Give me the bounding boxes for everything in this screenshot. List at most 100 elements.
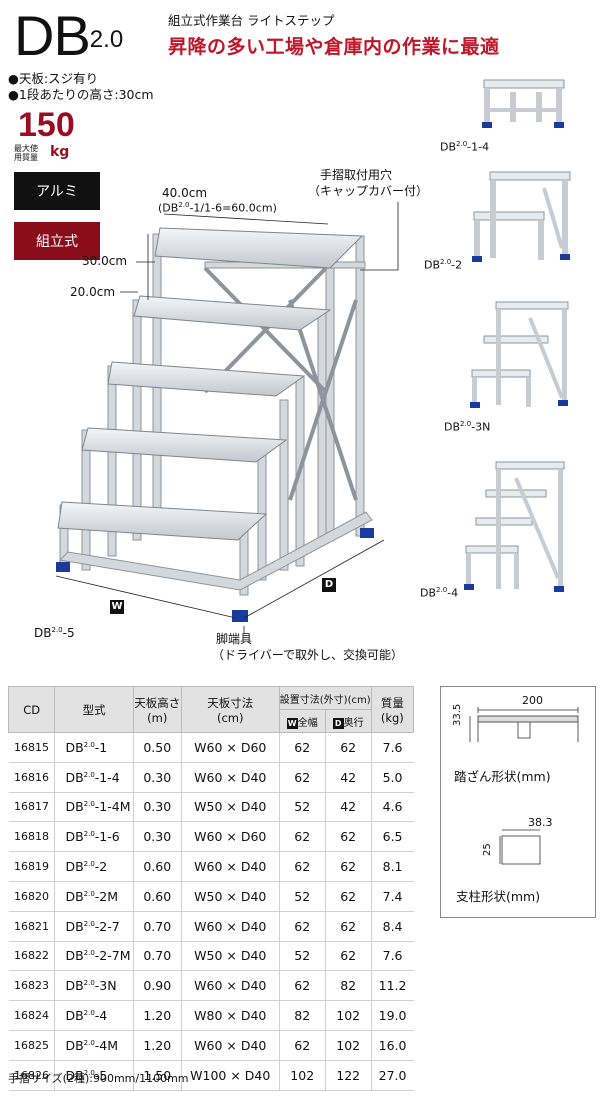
width-cell: 62 bbox=[278, 732, 326, 763]
profile-drawings bbox=[469, 707, 579, 865]
assembly-badge: 組立式 bbox=[14, 222, 100, 260]
cd-cell: 16824 bbox=[8, 1000, 55, 1031]
width-cell: 52 bbox=[278, 792, 326, 823]
cd-cell: 16826 bbox=[8, 1060, 55, 1091]
thumb-db-1-4 bbox=[482, 79, 565, 128]
brand-title: DB2.0 bbox=[14, 4, 124, 67]
height-cell: 0.90 bbox=[132, 970, 182, 1002]
depth-cell: 122 bbox=[324, 1060, 372, 1091]
height-cell: 0.50 bbox=[132, 732, 182, 763]
top-size-cell: W50 × D40 bbox=[180, 792, 280, 823]
weight-cell: 8.4 bbox=[370, 911, 414, 942]
model-cell: DB2.0-2M bbox=[54, 881, 134, 912]
model-suffix: -2 bbox=[94, 859, 108, 875]
weight-cell: 4.6 bbox=[370, 792, 414, 823]
model-version: 2.0 bbox=[83, 1068, 95, 1077]
max-load-unit: kg bbox=[50, 144, 70, 160]
model-suffix: -1-6 bbox=[94, 829, 120, 845]
thumb-db-2-label: DB2.0-2 bbox=[424, 258, 463, 272]
depth-cell: 62 bbox=[324, 821, 372, 853]
main-step-illustration bbox=[55, 202, 399, 634]
model-prefix: DB bbox=[65, 918, 84, 934]
model-version: 2.0 bbox=[83, 1008, 95, 1017]
weight-cell: 11.2 bbox=[370, 970, 414, 1002]
height-cell: 0.70 bbox=[132, 941, 182, 972]
top-size-cell: W60 × D40 bbox=[180, 1030, 280, 1061]
top-size-cell: W100 × D40 bbox=[180, 1060, 280, 1091]
max-load-label: 最大使用質量 bbox=[14, 144, 38, 162]
top-size-cell: W50 × D40 bbox=[180, 941, 280, 972]
weight-cell: 7.4 bbox=[370, 881, 414, 912]
top-size-cell: W60 × D40 bbox=[180, 911, 280, 942]
col-top-size: 天板寸法(cm) bbox=[180, 686, 280, 733]
model-cell: DB2.0-1-6 bbox=[54, 821, 134, 853]
model-cell: DB2.0-4M bbox=[54, 1030, 134, 1061]
cd-cell: 16822 bbox=[8, 941, 55, 972]
model-cell: DB2.0-1-4 bbox=[54, 762, 134, 793]
handrail-hole-label: 手摺取付用穴 bbox=[320, 168, 393, 182]
bottom-height-label: 20.0cm bbox=[70, 285, 116, 299]
model-suffix: -4M bbox=[94, 1037, 119, 1053]
model-prefix: DB bbox=[65, 739, 84, 755]
main-model-label: DB2.0-5 bbox=[34, 626, 75, 640]
spec-top-board: ●天板:スジ有り bbox=[8, 71, 99, 86]
depth-cell: 62 bbox=[324, 881, 372, 912]
model-prefix: DB bbox=[65, 948, 84, 964]
model-suffix: -2-7 bbox=[94, 918, 120, 934]
model-version: 2.0 bbox=[83, 1038, 95, 1047]
cd-cell: 16825 bbox=[8, 1030, 55, 1061]
model-cell: DB2.0-2-7 bbox=[54, 911, 134, 942]
model-cell: DB2.0-5 bbox=[54, 1060, 134, 1091]
post-height-label: 25 bbox=[482, 843, 493, 856]
weight-cell: 19.0 bbox=[370, 1000, 414, 1031]
model-version: 2.0 bbox=[83, 859, 95, 868]
post-width-label: 38.3 bbox=[528, 816, 553, 829]
width-cell: 52 bbox=[278, 881, 326, 912]
cd-cell: 16821 bbox=[8, 911, 55, 942]
model-prefix: DB bbox=[65, 769, 84, 785]
tread-profile-label: 踏ざん形状(mm) bbox=[454, 769, 551, 784]
model-version: 2.0 bbox=[83, 800, 95, 809]
model-version: 2.0 bbox=[83, 740, 95, 749]
depth-cell: 42 bbox=[324, 762, 372, 793]
product-headline: 昇降の多い工場や倉庫内の作業に最適 bbox=[168, 36, 500, 58]
max-load-value: 150 bbox=[18, 106, 75, 144]
cd-cell: 16815 bbox=[8, 732, 55, 763]
cd-cell: 16816 bbox=[8, 762, 55, 793]
weight-cell: 7.6 bbox=[370, 941, 414, 972]
weight-cell: 6.5 bbox=[370, 821, 414, 853]
model-version: 2.0 bbox=[83, 830, 95, 839]
foot-label: 脚端具 bbox=[216, 632, 253, 646]
model-cell: DB2.0-2-7M bbox=[54, 941, 134, 972]
weight-cell: 7.6 bbox=[370, 732, 414, 763]
weight-cell: 27.0 bbox=[370, 1060, 414, 1091]
height-cell: 0.60 bbox=[132, 881, 182, 912]
model-cell: DB2.0-1-4M bbox=[54, 792, 134, 823]
top-size-cell: W60 × D40 bbox=[180, 851, 280, 882]
model-prefix: DB bbox=[65, 1037, 84, 1053]
profile-box bbox=[440, 686, 596, 918]
model-version: 2.0 bbox=[83, 889, 95, 898]
col-install: 設置寸法(外寸)(cm) bbox=[278, 686, 372, 710]
model-suffix: -1-4M bbox=[94, 799, 131, 815]
model-cell: DB2.0-4 bbox=[54, 1000, 134, 1031]
height-cell: 0.30 bbox=[132, 792, 182, 823]
step-height-label: 30.0cm bbox=[82, 254, 128, 268]
tread-height-label: 33.5 bbox=[452, 703, 463, 726]
thumb-db-1-4-label: DB2.0-1-4 bbox=[440, 140, 490, 154]
width-cell: 102 bbox=[278, 1060, 326, 1091]
height-cell: 0.70 bbox=[132, 911, 182, 942]
product-subtitle: 組立式作業台 ライトステップ bbox=[168, 13, 335, 28]
weight-cell: 16.0 bbox=[370, 1030, 414, 1061]
width-cell: 62 bbox=[278, 970, 326, 1002]
depth-cell: 62 bbox=[324, 911, 372, 942]
height-cell: 0.60 bbox=[132, 851, 182, 882]
